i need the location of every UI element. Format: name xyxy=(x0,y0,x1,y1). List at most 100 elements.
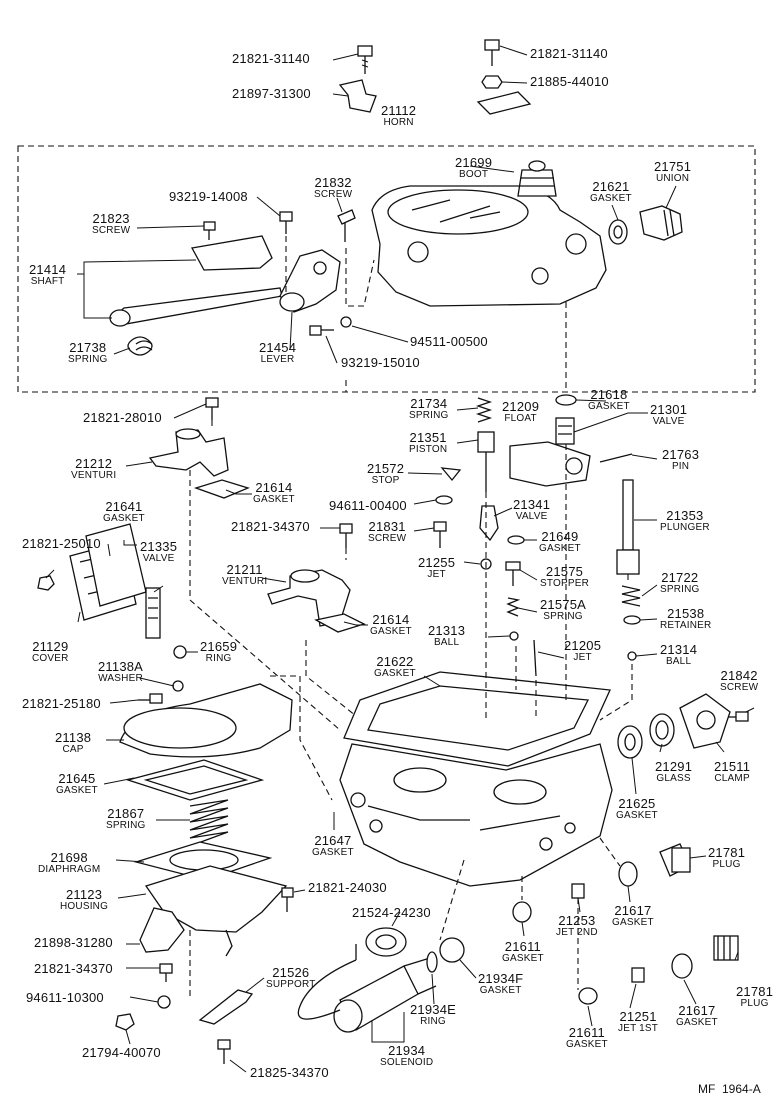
callout-21934f-gasket: 21934F GASKET xyxy=(478,971,524,996)
cap-21138-drawing xyxy=(119,683,293,758)
gasket-21614-upper-drawing xyxy=(193,479,250,499)
callout-21821-24030: 21821-24030 xyxy=(308,880,387,895)
callout-21301-valve: 21301 VALVE xyxy=(650,402,688,427)
callout-94611-00400: 94611-00400 xyxy=(329,498,407,513)
screw-93219-15010-drawing xyxy=(309,325,334,336)
callout-21738-spring: 21738 SPRING xyxy=(68,340,108,365)
callout-21112-horn: 21112 HORN xyxy=(381,103,417,128)
callout-21341-valve: 21341 VALVE xyxy=(513,497,551,522)
gasket-21614-lower-drawing xyxy=(314,613,366,633)
screw-21821-24030-drawing xyxy=(281,887,294,912)
gasket-21611-lower-drawing xyxy=(578,987,598,1005)
screw-21831-drawing xyxy=(433,521,447,548)
ring-21934e-drawing xyxy=(426,951,438,973)
callout-21821-31140-right: 21821-31140 xyxy=(530,46,608,61)
screw-21842-drawing xyxy=(728,711,749,722)
screw-21821-25180-drawing xyxy=(138,693,163,704)
callout-21524-24230: 21524-24230 xyxy=(352,905,431,920)
callout-21255-jet: 21255 JET xyxy=(418,555,456,580)
callout-21722-spring: 21722 SPRING xyxy=(660,570,700,595)
callout-21617-gasket-lower: 21617 GASKET xyxy=(676,1003,718,1028)
glass-21291-drawing xyxy=(649,713,675,747)
valve-21341-drawing xyxy=(479,505,499,542)
screw-93219-14008-drawing xyxy=(279,211,293,234)
callout-21454-lever: 21454 LEVER xyxy=(259,340,297,365)
callout-21211-venturi: 21211 VENTURI xyxy=(222,562,268,587)
callout-21209-float: 21209 FLOAT xyxy=(502,399,540,424)
bracket-21898-31280-drawing xyxy=(139,907,185,953)
jet-21251-drawing xyxy=(631,967,645,983)
union-21751-drawing xyxy=(639,205,683,241)
callout-21763-pin: 21763 PIN xyxy=(662,447,700,472)
callout-21934e-ring: 21934E RING xyxy=(410,1002,457,1027)
venturi-21212-drawing xyxy=(148,428,229,477)
callout-21212-venturi: 21212 VENTURI xyxy=(71,456,117,481)
callout-21291-glass: 21291 GLASS xyxy=(655,759,693,784)
screw-21821-28010-drawing xyxy=(205,397,219,420)
retainer-21538-drawing xyxy=(623,615,641,625)
callout-21614-gasket-lower: 21614 GASKET xyxy=(370,612,412,637)
spring-21722-drawing xyxy=(621,585,641,607)
callout-21649-gasket: 21649 GASKET xyxy=(539,529,581,554)
gasket-21934f-drawing xyxy=(439,937,465,963)
horn-group-boundary xyxy=(17,145,756,393)
lever-plate-drawing xyxy=(190,235,273,271)
footer-figure-number: 1964-A xyxy=(722,1082,761,1096)
callout-21647-gasket: 21647 GASKET xyxy=(312,833,354,858)
washer-21138a-drawing xyxy=(172,680,184,692)
spring-21734-drawing xyxy=(475,397,493,423)
horn-plate-drawing xyxy=(476,91,532,115)
callout-21794-40070: 21794-40070 xyxy=(82,1045,161,1060)
screw-21825-34370-drawing xyxy=(217,1039,231,1064)
callout-93219-15010: 93219-15010 xyxy=(341,355,420,370)
screw-21821-34370-low-drawing xyxy=(159,963,173,982)
callout-21205-jet: 21205 JET xyxy=(564,638,602,663)
callout-21821-25180: 21821-25180 xyxy=(22,696,101,711)
callout-21825-34370: 21825-34370 xyxy=(250,1065,329,1080)
washer-94511-00500-drawing xyxy=(340,316,352,328)
callout-21734-spring: 21734 SPRING xyxy=(409,396,449,421)
callout-21129-cover: 21129 COVER xyxy=(32,639,69,664)
callout-21645-gasket: 21645 GASKET xyxy=(56,771,98,796)
callout-21313-ball: 21313 BALL xyxy=(428,623,466,648)
shaft-21414-drawing xyxy=(109,287,283,327)
callout-21821-31140-left: 21821-31140 xyxy=(232,51,310,66)
nut-21821-25010-drawing xyxy=(37,575,55,591)
callout-21625-gasket: 21625 GASKET xyxy=(616,796,658,821)
ring-21659-drawing xyxy=(173,645,187,659)
venturi-21211-drawing xyxy=(267,569,351,627)
callout-21934-solenoid: 21934 SOLENOID xyxy=(380,1043,434,1068)
callout-21253-jet-2nd: 21253 JET 2ND xyxy=(556,913,598,938)
callout-21414-shaft: 21414 SHAFT xyxy=(29,262,67,287)
gasket-21611-upper-drawing xyxy=(512,901,532,923)
callout-21138-cap: 21138 CAP xyxy=(55,730,92,755)
valve-21301-drawing xyxy=(555,417,575,445)
callout-21353-plunger: 21353 PLUNGER xyxy=(660,508,710,533)
callout-21538-retainer: 21538 RETAINER xyxy=(660,606,712,631)
carburetor-body-drawing xyxy=(339,743,613,887)
gasket-21618-drawing xyxy=(555,394,577,406)
gasket-21617-lower-drawing xyxy=(671,953,693,979)
air-horn-throat-drawing xyxy=(387,189,529,235)
callout-21821-25010: 21821-25010 xyxy=(22,536,101,551)
ball-21313-drawing xyxy=(509,631,519,641)
callout-21641-gasket: 21641 GASKET xyxy=(103,499,145,524)
callout-21611-gasket-upper: 21611 GASKET xyxy=(502,939,544,964)
callout-21575-stopper: 21575 STOPPER xyxy=(540,564,590,589)
callout-21781-plug-lower: 21781 PLUG xyxy=(736,984,774,1009)
callout-21821-28010: 21821-28010 xyxy=(83,410,162,425)
callout-21123-housing: 21123 HOUSING xyxy=(60,887,109,912)
callout-21831-screw: 21831 SCREW xyxy=(368,519,407,544)
callout-21526-support: 21526 SUPPORT xyxy=(266,965,316,990)
callout-21621-gasket: 21621 GASKET xyxy=(590,179,632,204)
callout-93219-14008: 93219-14008 xyxy=(169,189,248,204)
nut-21885-44010-drawing xyxy=(481,75,503,89)
solenoid-21934-drawing xyxy=(297,944,437,1033)
gasket-21617-upper-drawing xyxy=(618,861,638,887)
screw-21821-31140-left-drawing xyxy=(357,45,373,74)
footer-code: MF xyxy=(698,1082,716,1096)
plunger-21353-drawing xyxy=(616,479,640,575)
screw-21832-drawing xyxy=(337,209,356,242)
